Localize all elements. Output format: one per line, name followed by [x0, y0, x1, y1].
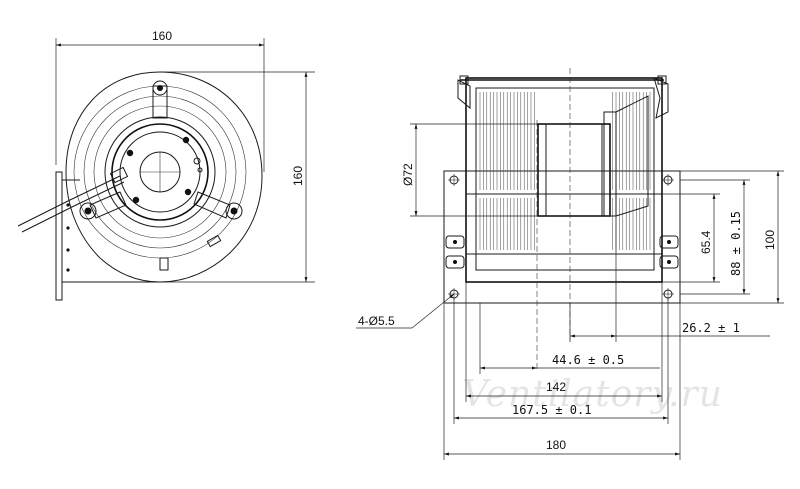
- holes-dimension: 4-Ø5.5: [358, 314, 395, 328]
- watermark: Ventilatory.ru: [462, 374, 723, 415]
- side-view: Ø72 65.4 88 ± 0.15 100 4-Ø5.5 26.2 ± 1 4…: [356, 68, 784, 460]
- front-view: 160 160: [17, 29, 315, 301]
- mounting-plate: [55, 171, 63, 301]
- dimension-88: 88 ± 0.15: [729, 211, 743, 276]
- diameter-dimension: Ø72: [401, 163, 415, 186]
- dimension-26-2: 26.2 ± 1: [682, 321, 740, 335]
- dimension-44-6: 44.6 ± 0.5: [552, 353, 624, 367]
- scroll-housing: [62, 71, 263, 283]
- dimension-65-4: 65.4: [699, 230, 713, 254]
- mounting-hole: [448, 174, 460, 186]
- dimension-167-5: 167.5 ± 0.1: [512, 403, 591, 417]
- dimension-180: 180: [546, 438, 566, 452]
- dimension-100: 100: [763, 230, 777, 250]
- mounting-flange: [443, 170, 681, 304]
- impeller-blades: [479, 92, 651, 250]
- motor: [537, 123, 611, 217]
- front-height-dimension: 160: [291, 166, 305, 186]
- dimension-142: 142: [546, 380, 566, 394]
- front-width-dimension: 160: [152, 29, 172, 43]
